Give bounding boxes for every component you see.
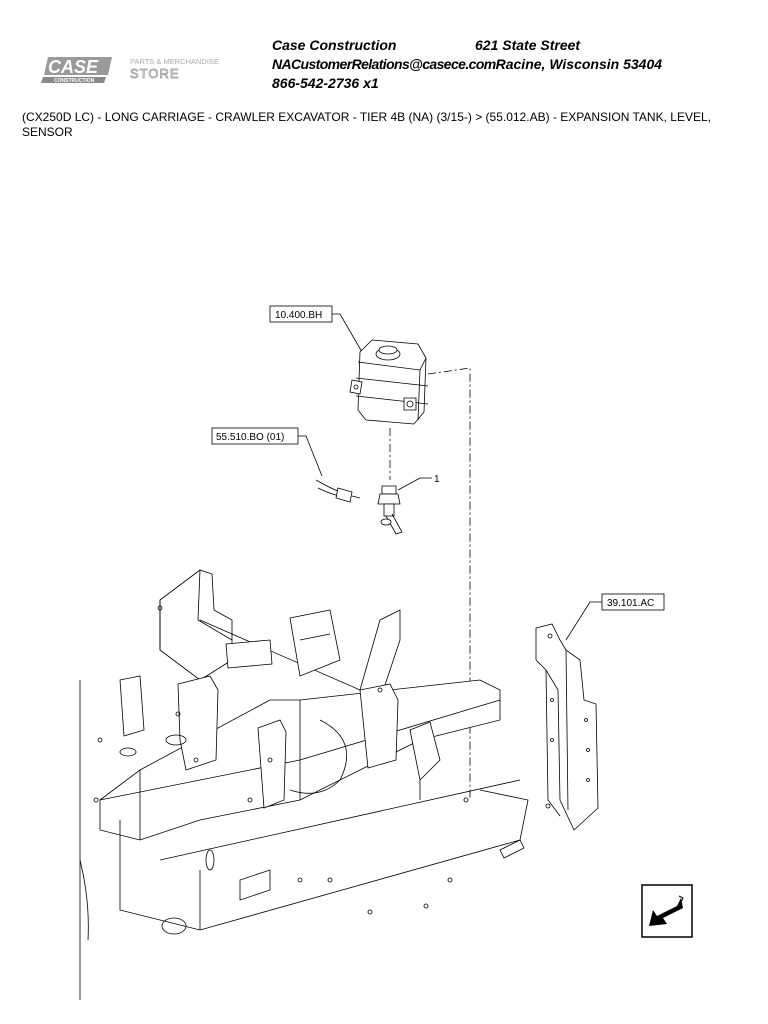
callout-bracket-ref[interactable]: 39.101.AC <box>565 593 665 641</box>
svg-text:CASE: CASE <box>48 57 99 77</box>
callout-item-1[interactable]: 1 <box>397 474 440 491</box>
arrow-down-left-icon[interactable] <box>641 884 693 938</box>
contact-block: Case Construction 621 State Street NACus… <box>272 36 662 93</box>
case-logo-mark: CASE CONSTRUCTION <box>41 57 112 84</box>
company-name: Case Construction <box>272 37 397 53</box>
svg-text:10.400.BH: 10.400.BH <box>275 310 322 321</box>
callout-tank-ref[interactable]: 10.400.BH <box>269 305 363 353</box>
level-sensor <box>377 485 403 535</box>
city-state: Racine, Wisconsin 53404 <box>495 56 663 72</box>
store-line-2: STORE <box>130 66 180 81</box>
contact-row-2: NACustomerRelations@casece.comRacine, Wi… <box>272 55 662 74</box>
parts-diagram: 10.400.BH 55.510.BO (01) <box>79 305 665 1000</box>
machine-frame <box>79 569 551 1000</box>
svg-text:55.510.BO (01): 55.510.BO (01) <box>216 432 284 443</box>
street-address: 621 State Street <box>475 37 581 53</box>
svg-text:CONSTRUCTION: CONSTRUCTION <box>54 78 95 84</box>
email-link[interactable]: NACustomerRelations@casece.com <box>272 56 496 72</box>
callout-harness-ref[interactable]: 55.510.BO (01) <box>211 427 323 477</box>
svg-text:39.101.AC: 39.101.AC <box>607 598 654 609</box>
case-logo: CASE CONSTRUCTION PARTS & MERCHANDISE ST… <box>41 57 219 84</box>
vertical-bracket <box>535 623 599 831</box>
contact-row-3: 866-542-2736 x1 <box>272 74 662 93</box>
breadcrumb: (CX250D LC) - LONG CARRIAGE - CRAWLER EX… <box>22 110 711 139</box>
contact-row-1: Case Construction 621 State Street <box>272 36 662 55</box>
wire-connector <box>315 479 361 503</box>
expansion-tank <box>349 339 429 425</box>
phone-number: 866-542-2736 x1 <box>272 75 379 91</box>
guide-lines <box>389 367 471 800</box>
store-line-1: PARTS & MERCHANDISE <box>130 57 219 66</box>
svg-text:1: 1 <box>434 474 440 485</box>
